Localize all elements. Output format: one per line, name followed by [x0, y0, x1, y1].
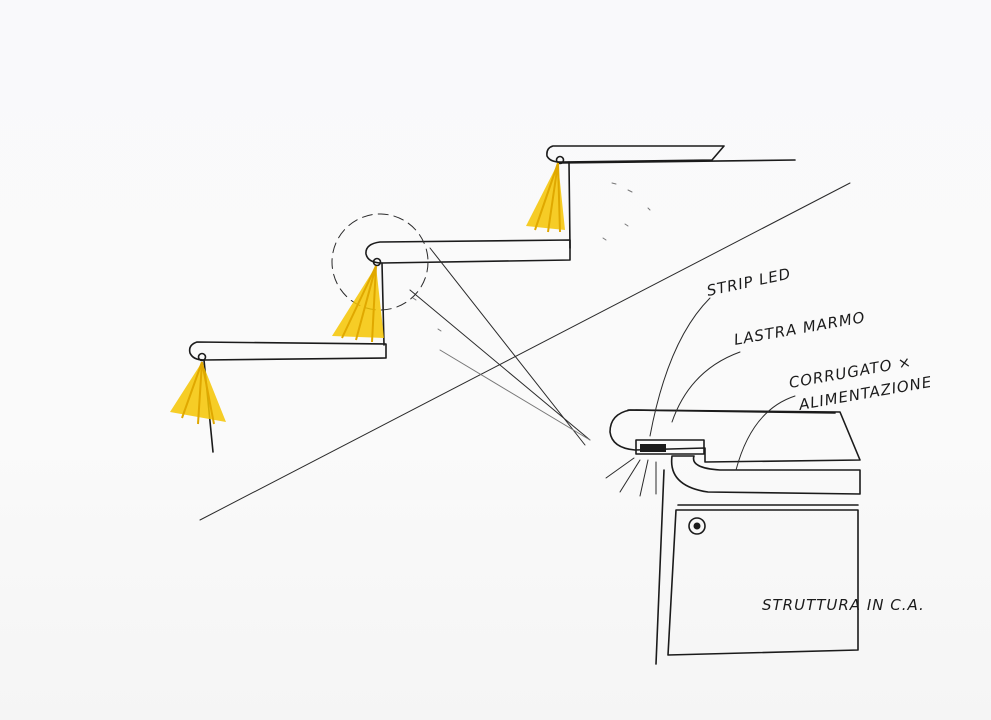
label-lastra-marmo: LASTRA MARMO: [733, 308, 867, 349]
led-point-middle: [372, 257, 382, 267]
leader-lastra-marmo: [671, 351, 741, 423]
label-struttura: STRUTTURA IN C.A.: [762, 596, 925, 614]
concrete-structure: [667, 509, 859, 656]
led-strip-housing: [635, 439, 705, 455]
tread-middle: [365, 239, 571, 264]
detail-callout-circle: [331, 213, 429, 311]
section-detail: [605, 297, 861, 665]
led-strip: [640, 444, 666, 452]
label-strip-led: STRIP LED: [705, 264, 793, 299]
tread-bottom: [188, 341, 387, 361]
leader-corrugato: [735, 395, 796, 471]
led-point-top: [555, 155, 565, 165]
marble-slab: [609, 409, 861, 463]
led-point-bottom: [197, 352, 207, 362]
light-cone-bottom: [170, 362, 226, 422]
corrugated-conduit: [670, 455, 861, 495]
stair-profile: [188, 145, 851, 521]
tread-top: [546, 145, 725, 163]
rebar: [688, 517, 706, 535]
led-light-cones: [170, 162, 565, 425]
leader-strip-led: [649, 297, 711, 437]
